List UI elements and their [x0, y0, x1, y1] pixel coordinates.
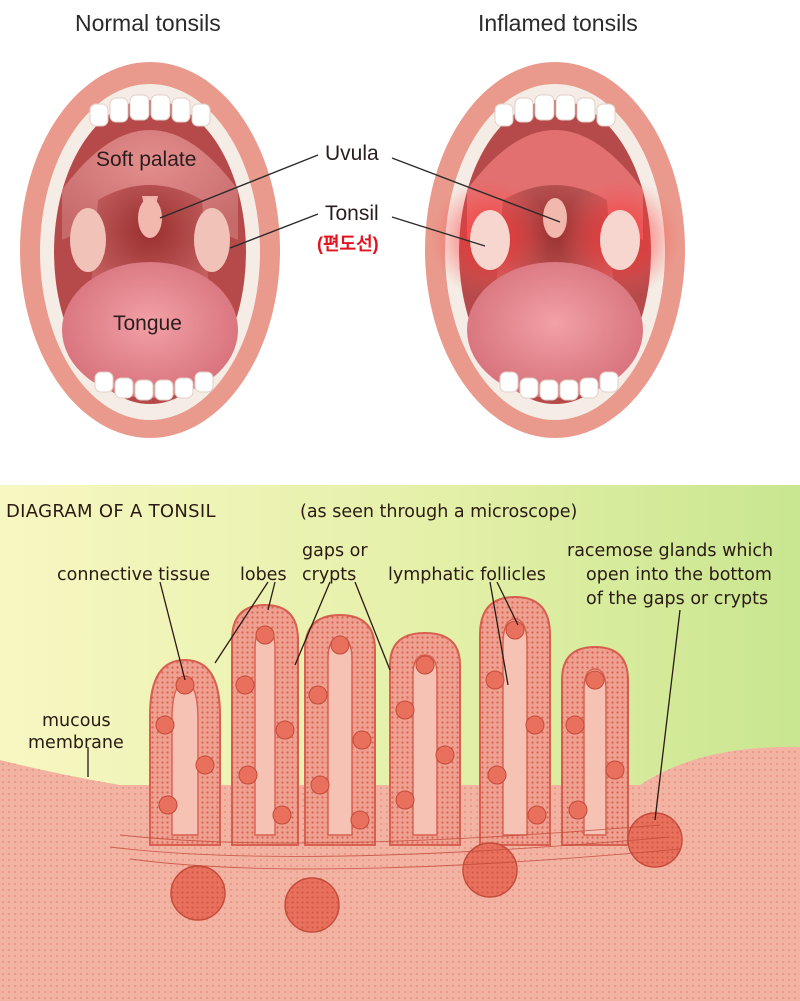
tonsil-crypts: [171, 618, 607, 836]
mucous-label: mucous: [42, 711, 111, 731]
racemose-label-line1: racemose glands which: [567, 541, 774, 561]
uvula-label: Uvula: [325, 142, 379, 165]
lymphatic-follicles-dots: [155, 620, 625, 830]
connective-tissue-label: connective tissue: [57, 565, 211, 585]
soft-palate-label: Soft palate: [96, 148, 197, 171]
top-leader-lines: [159, 154, 561, 249]
membrane-label: membrane: [28, 733, 124, 753]
tonsil-korean-label: (편도선): [317, 234, 379, 254]
tonsil-microscope-diagram: DIAGRAM OF A TONSIL (as seen through a m…: [0, 485, 800, 1001]
tonsil-label: Tonsil: [325, 202, 379, 225]
racemose-label-line3: of the gaps or crypts: [586, 589, 769, 609]
mouth-illustrations: Normal tonsils Inflamed tonsils Soft pal…: [0, 0, 800, 485]
tongue-label: Tongue: [113, 312, 182, 335]
inflamed-mouth: [425, 62, 685, 438]
lobes-label: lobes: [240, 565, 287, 585]
racemose-label-line2: open into the bottom: [586, 565, 772, 585]
normal-tonsils-title: Normal tonsils: [75, 10, 221, 36]
micro-leader-lines: [87, 581, 681, 821]
crypts-label: crypts: [302, 565, 357, 585]
mouth-drawing: [20, 62, 685, 438]
inflamed-tonsils-title: Inflamed tonsils: [478, 10, 638, 36]
gaps-or-label: gaps or: [302, 541, 368, 561]
normal-mouth: [20, 62, 280, 438]
lymphatic-follicles-label: lymphatic follicles: [388, 565, 546, 585]
tonsil-cross-section: [0, 485, 800, 1001]
micro-title: DIAGRAM OF A TONSIL: [6, 501, 216, 522]
micro-subtitle: (as seen through a microscope): [300, 502, 578, 522]
